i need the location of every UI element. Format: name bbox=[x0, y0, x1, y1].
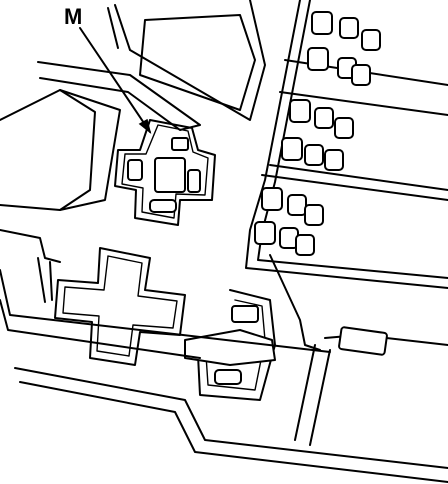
callout-m: M bbox=[64, 4, 152, 134]
lower-chassis bbox=[0, 229, 448, 483]
relay-row-1 bbox=[307, 11, 381, 86]
upper-center-housing bbox=[107, 0, 266, 121]
relay-row-3 bbox=[254, 187, 324, 256]
callout-leader-line bbox=[79, 27, 151, 133]
lower-cross-socket bbox=[54, 247, 186, 366]
right-lower-bracket bbox=[294, 326, 448, 446]
relay-panel bbox=[245, 0, 448, 289]
callout-arrowhead bbox=[138, 118, 152, 134]
relay-row-2 bbox=[281, 99, 354, 171]
callout-label: M bbox=[64, 4, 82, 29]
relay-m bbox=[114, 119, 216, 226]
